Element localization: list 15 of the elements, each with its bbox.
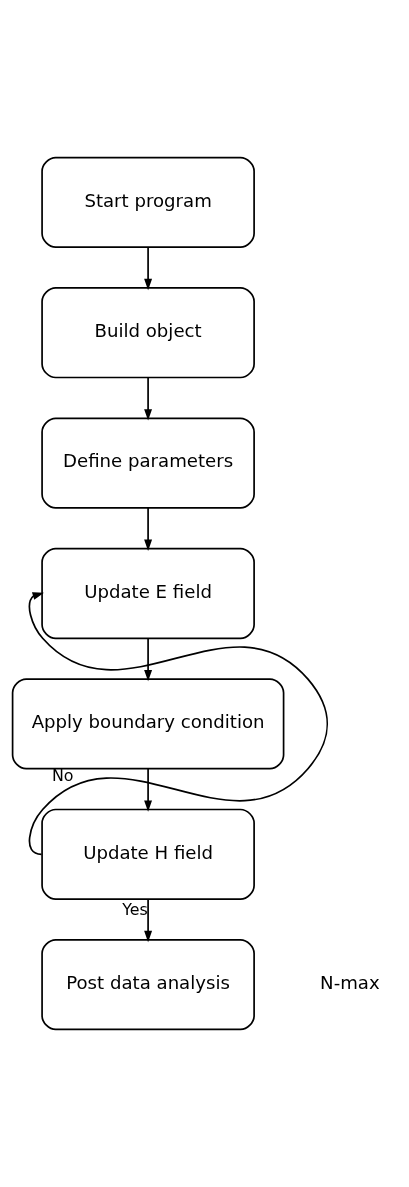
node-box: Update H field bbox=[41, 808, 255, 900]
arrow bbox=[144, 898, 153, 943]
arrow bbox=[144, 246, 153, 291]
node-box: Update E field bbox=[41, 547, 255, 640]
node-box: Build object bbox=[41, 287, 255, 379]
node-box: Apply boundary condition bbox=[11, 678, 285, 770]
arrow bbox=[144, 767, 153, 812]
arrow bbox=[144, 507, 153, 551]
label: N-max bbox=[320, 971, 380, 993]
node-box: Define parameters bbox=[41, 417, 255, 509]
edge-label: Yes bbox=[122, 900, 148, 920]
node-box: Post data analysis bbox=[41, 939, 255, 1031]
node-box: Start program bbox=[41, 156, 255, 248]
arrow bbox=[144, 637, 153, 682]
arrow bbox=[144, 376, 153, 421]
